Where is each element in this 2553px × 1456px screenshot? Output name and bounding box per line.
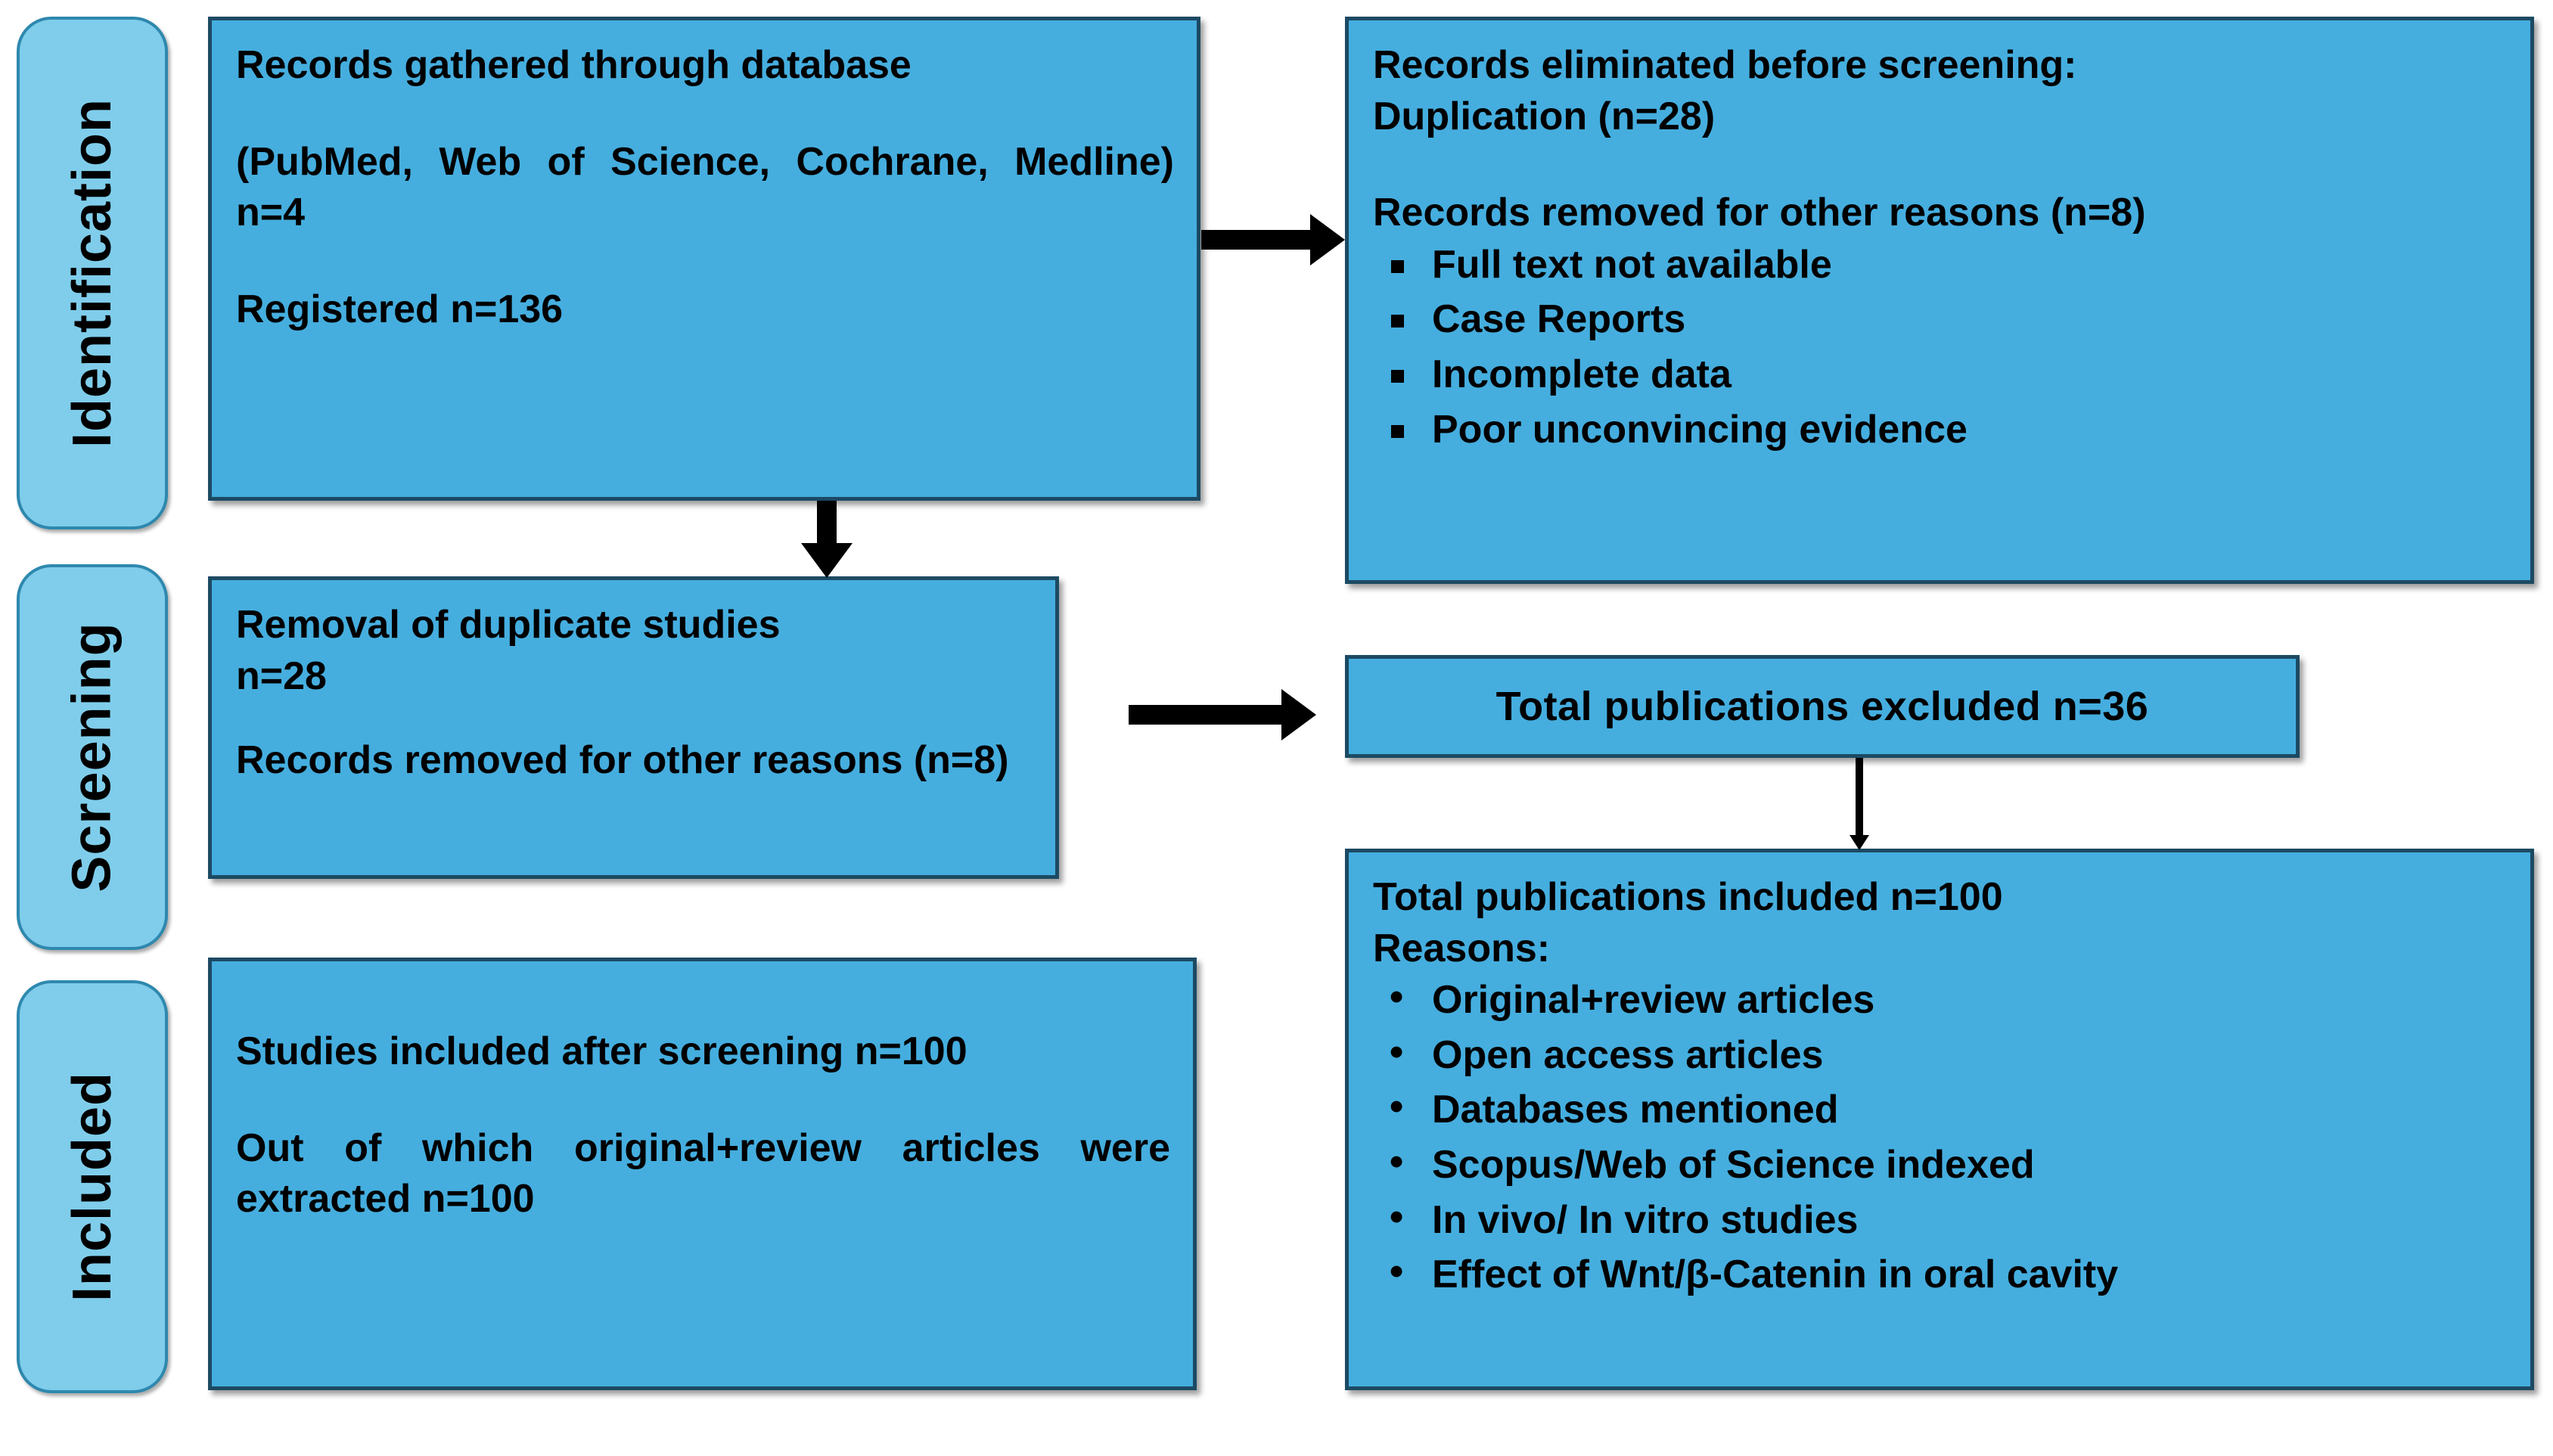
spacer — [236, 92, 1174, 137]
spacer — [236, 981, 1170, 1026]
box-studies-included: Studies included after screening n=100 O… — [208, 958, 1197, 1390]
stage-label-included-text: Included — [62, 1071, 123, 1302]
stage-label-screening-text: Screening — [62, 622, 123, 893]
arrow-shaft — [1856, 758, 1863, 837]
records-gathered-registered: Registered n=136 — [236, 287, 564, 331]
eliminated-duplication-count: Duplication (n=28) — [1373, 94, 1716, 138]
arrow-shaft — [1129, 705, 1286, 725]
spacer — [236, 239, 1174, 284]
box-total-excluded: Total publications excluded n=36 — [1345, 655, 2300, 758]
stage-label-included: Included — [17, 980, 168, 1393]
arrow-head — [801, 543, 853, 578]
studies-included-count: Studies included after screening n=100 — [236, 1029, 967, 1073]
total-excluded-text: Total publications excluded n=36 — [1495, 684, 2149, 729]
records-gathered-databases: (PubMed, Web of Science, Cochrane, Medli… — [236, 139, 1174, 235]
list-item: Scopus/Web of Science indexed — [1381, 1136, 2508, 1191]
eliminated-reasons-list: Full text not available Case Reports Inc… — [1373, 239, 2508, 456]
arrow-head — [1310, 214, 1345, 265]
arrow-shaft — [817, 501, 837, 546]
arrow-duplicates-to-excluded — [1129, 688, 1316, 741]
duplicates-other-reasons: Records removed for other reasons (n=8) — [236, 738, 1009, 783]
arrow-excluded-to-included — [1846, 758, 1873, 850]
duplicates-count: n=28 — [236, 653, 327, 698]
list-item: Original+review articles — [1381, 971, 2508, 1026]
spacer — [1373, 142, 2508, 188]
arrow-records-to-duplicates — [800, 501, 853, 578]
list-item: Databases mentioned — [1381, 1081, 2508, 1136]
studies-extracted-count: Out of which original+review articles we… — [236, 1125, 1170, 1222]
list-item: Effect of Wnt/β-Catenin in oral cavity — [1381, 1246, 2508, 1301]
duplicates-line1: Removal of duplicate studies — [236, 603, 781, 647]
list-item: In vivo/ In vitro studies — [1381, 1191, 2508, 1246]
spacer — [236, 702, 1033, 735]
stage-label-identification: Identification — [17, 17, 168, 529]
total-included-reasons-label: Reasons: — [1373, 926, 1551, 970]
box-records-gathered: Records gathered through database (PubMe… — [208, 17, 1200, 501]
stage-label-screening: Screening — [17, 564, 168, 950]
list-item: Case Reports — [1381, 293, 2508, 346]
arrow-records-to-eliminated — [1201, 213, 1345, 266]
stage-label-identification-text: Identification — [62, 98, 123, 448]
total-included-reasons-list: Original+review articles Open access art… — [1373, 971, 2508, 1301]
arrow-shaft — [1201, 230, 1315, 250]
list-item: Incomplete data — [1381, 349, 2508, 401]
box-removal-duplicates: Removal of duplicate studies n=28 Record… — [208, 576, 1059, 879]
eliminated-other-reasons-heading: Records removed for other reasons (n=8) — [1373, 191, 2146, 235]
spacer — [236, 1078, 1170, 1123]
total-included-heading: Total publications included n=100 — [1373, 875, 2003, 919]
list-item: Open access articles — [1381, 1026, 2508, 1082]
list-item: Full text not available — [1381, 239, 2508, 291]
list-item: Poor unconvincing evidence — [1381, 404, 2508, 456]
eliminated-heading: Records eliminated before screening: — [1373, 43, 2077, 87]
box-records-eliminated: Records eliminated before screening: Dup… — [1345, 17, 2534, 584]
records-gathered-line1: Records gathered through database — [236, 43, 912, 87]
box-total-included: Total publications included n=100 Reason… — [1345, 849, 2534, 1390]
arrow-head — [1850, 835, 1869, 850]
arrow-head — [1281, 689, 1316, 740]
